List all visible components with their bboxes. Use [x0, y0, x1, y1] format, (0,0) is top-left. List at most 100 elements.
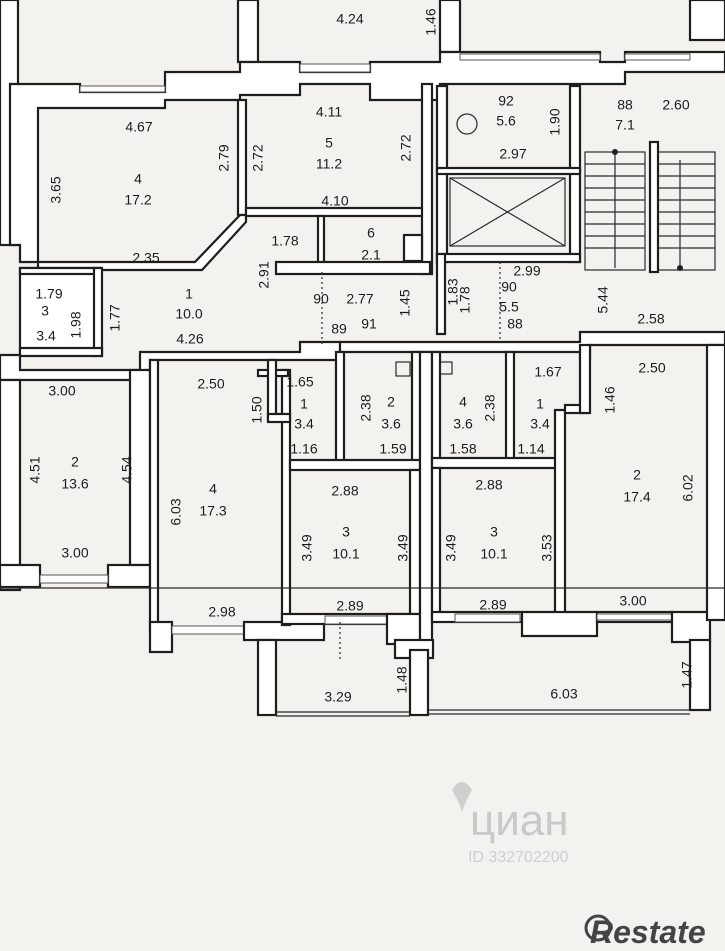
wall — [148, 620, 174, 654]
plan-label: 3.49 — [395, 534, 411, 561]
apartment-divider — [418, 350, 434, 659]
wall — [334, 350, 346, 466]
plan-label: 3.49 — [299, 534, 315, 561]
plan-label: 3.65 — [48, 176, 64, 203]
plan-label: 2.88 — [475, 477, 502, 493]
plan-label: 2.72 — [398, 134, 414, 161]
plan-label: 1.79 — [35, 286, 62, 302]
plan-label: 2.91 — [256, 261, 272, 288]
wall — [18, 266, 102, 276]
plan-label: 2.89 — [336, 598, 363, 614]
wall — [280, 368, 292, 627]
cian-watermark: циан ID 332702200 — [452, 782, 569, 866]
plan-label: 6 — [367, 225, 375, 241]
vent — [395, 361, 411, 377]
plan-label: 4.26 — [176, 331, 203, 347]
plan-label: 2.89 — [479, 597, 506, 613]
plan-label: 3 — [41, 303, 49, 319]
plan-label: 5 — [325, 135, 333, 151]
plan-label: 88 — [617, 97, 633, 113]
watermark-brand: циан — [470, 796, 569, 845]
wall — [0, 563, 42, 589]
wall — [266, 412, 292, 424]
plan-label: 6.02 — [680, 474, 696, 501]
shaft-circle — [456, 113, 478, 135]
plan-label: 3.00 — [48, 383, 75, 399]
wall — [688, 0, 725, 42]
plan-label: 2.60 — [662, 97, 689, 113]
plan-label: 1.14 — [517, 441, 544, 457]
plan-label: 1.48 — [394, 666, 410, 693]
plan-label: 2.77 — [346, 291, 373, 307]
plan-label: 1 — [300, 396, 308, 412]
plan-label: 1.98 — [68, 311, 84, 338]
window — [624, 53, 691, 61]
plan-label: 2.97 — [499, 146, 526, 162]
partition — [236, 98, 248, 217]
plan-label: 3.29 — [324, 689, 351, 705]
wall — [438, 0, 462, 54]
window — [79, 85, 166, 93]
room-outline — [18, 266, 102, 357]
plan-label: 2.35 — [132, 250, 159, 266]
plan-label: 4 — [459, 394, 467, 410]
wall — [92, 266, 104, 358]
plan-label: 6.03 — [168, 498, 184, 525]
plan-label: 89 — [331, 321, 347, 337]
plan-label: 3.6 — [453, 416, 473, 432]
partition — [274, 260, 432, 276]
plan-label: 90 — [313, 291, 329, 307]
plan-label: 1.83 — [445, 278, 461, 305]
plan-label: 4.11 — [316, 104, 342, 120]
plan-label: 17.3 — [199, 503, 226, 519]
plan-label: 2.58 — [637, 311, 664, 327]
wall — [504, 350, 516, 466]
plan-label: 11.2 — [316, 156, 342, 172]
wall — [148, 358, 160, 632]
plan-label: 4.54 — [119, 456, 135, 483]
vent — [439, 361, 453, 375]
wall — [670, 610, 712, 644]
wall — [435, 252, 447, 336]
wall — [435, 166, 582, 176]
plan-label: 1.77 — [107, 304, 123, 331]
window — [454, 613, 521, 623]
plan-label: 2.72 — [250, 144, 266, 171]
wall — [288, 458, 422, 472]
wall — [553, 408, 567, 617]
window — [324, 615, 388, 625]
plan-label: 10.1 — [480, 546, 507, 562]
elevator-cross — [449, 177, 566, 247]
plan-label: 4.51 — [27, 456, 43, 483]
plan-label: 1.78 — [271, 233, 298, 249]
plan-label: 1.45 — [397, 289, 413, 316]
plan-label: 1.67 — [534, 364, 561, 380]
partition — [244, 206, 432, 218]
plan-label: 92 — [498, 93, 514, 109]
window — [39, 574, 109, 584]
plan-label: 1 — [185, 286, 193, 302]
plan-label: 2 — [71, 454, 79, 470]
exterior-wall-top — [8, 50, 725, 264]
watermark-id: ID 332702200 — [468, 849, 569, 866]
plan-label: 1 — [536, 396, 544, 412]
plan-label: 2.50 — [638, 360, 665, 376]
wall — [408, 468, 422, 622]
stair-divider — [648, 140, 660, 274]
plan-label: 1.46 — [423, 8, 439, 35]
plan-label: 17.2 — [124, 192, 151, 208]
logo-text: Restate — [590, 914, 706, 950]
plan-label: 91 — [361, 316, 377, 332]
elevator-shaft — [449, 177, 566, 247]
plan-label: 4 — [134, 171, 142, 187]
plan-label: 10.1 — [332, 546, 359, 562]
plan-label: 17.4 — [623, 489, 650, 505]
wall — [430, 456, 564, 470]
wall — [430, 466, 442, 620]
plan-label: 5.5 — [499, 299, 519, 315]
plan-label: 2.88 — [331, 483, 358, 499]
plan-label: 2.50 — [197, 376, 224, 392]
plan-label: 3.6 — [381, 416, 401, 432]
plan-label: 3.49 — [443, 534, 459, 561]
